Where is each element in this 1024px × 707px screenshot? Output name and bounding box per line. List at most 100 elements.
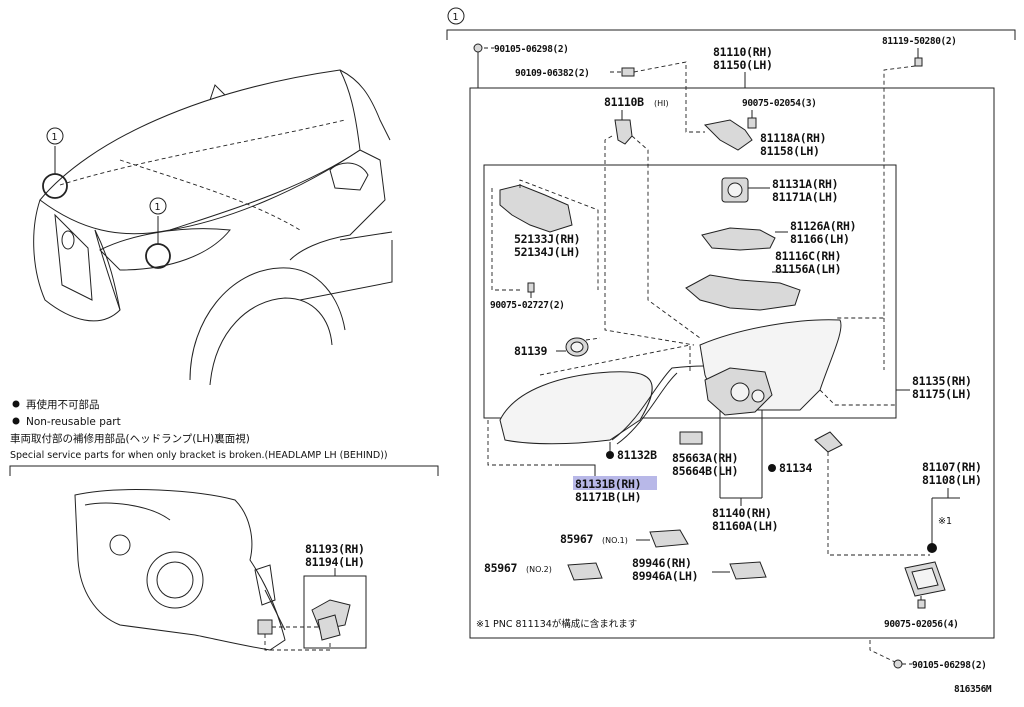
bracket-81118a-icon <box>703 119 753 151</box>
callout-1-car-lamp: 1 <box>155 202 161 213</box>
highlight-81131b <box>573 476 657 490</box>
outer-assembly-box <box>469 87 995 639</box>
screw-icon <box>747 117 757 129</box>
part-89946[interactable]: 89946(RH) <box>632 556 692 570</box>
leader-52133j-frame <box>491 188 520 291</box>
non-reusable-dot-icon <box>768 464 776 472</box>
bracket-81126a-icon <box>701 227 776 251</box>
part-81150-lh[interactable]: 81150(LH) <box>713 58 773 72</box>
part-81107[interactable]: 81107(RH) <box>922 460 982 474</box>
part-85967-no1-note: (NO.1) <box>602 536 628 545</box>
right-bracket-frame <box>446 29 1016 40</box>
part-81134[interactable]: 81134 <box>779 461 813 475</box>
legend-dot-icon <box>12 417 20 425</box>
part-90105-06298-bottom[interactable]: 90105-06298(2) <box>912 660 987 671</box>
connector-85663a-icon <box>679 431 703 445</box>
part-81194[interactable]: 81194(LH) <box>305 555 365 569</box>
part-81110b-note: (HI) <box>654 99 669 108</box>
module-89946-icon <box>729 561 767 580</box>
mark-1: ※1 <box>938 516 952 527</box>
leader-81135 <box>819 389 895 406</box>
part-52133j[interactable]: 52133J(RH) <box>514 232 581 246</box>
callout-1-car-hood: 1 <box>52 132 58 143</box>
part-81156a[interactable]: 81156A(LH) <box>775 262 842 276</box>
leader-lens-frame-2 <box>539 344 691 376</box>
part-81139[interactable]: 81139 <box>514 344 548 358</box>
leader-bottom <box>869 318 896 663</box>
part-81175[interactable]: 81175(LH) <box>912 387 972 401</box>
screw-icon <box>621 67 635 77</box>
part-85967-no2-note: (NO.2) <box>526 565 552 574</box>
leader-81139 <box>585 337 601 341</box>
screw-icon <box>914 57 923 67</box>
car-front-illustration <box>33 69 393 386</box>
part-81160a[interactable]: 81160A(LH) <box>712 519 779 533</box>
part-81119-50280[interactable]: 81119-50280(2) <box>882 36 957 47</box>
screw-icon <box>917 599 926 609</box>
part-85967-no2[interactable]: 85967 <box>484 561 518 575</box>
part-90075-02727[interactable]: 90075-02727(2) <box>490 300 565 311</box>
part-81118a[interactable]: 81118A(RH) <box>760 131 827 145</box>
bulb-81107-icon <box>927 543 937 553</box>
cover-81134-icon <box>814 431 843 453</box>
leader-81140 <box>719 410 763 506</box>
part-81126a[interactable]: 81126A(RH) <box>790 219 857 233</box>
leader-52133j-frame-2 <box>519 179 599 290</box>
screw-icon <box>893 659 903 669</box>
part-81132b[interactable]: 81132B <box>617 448 657 462</box>
special-parts-en: Special service parts for when only brac… <box>10 450 388 461</box>
leader-81110b-2 <box>604 135 695 346</box>
frame-81116c-icon <box>685 274 801 311</box>
figure-id: 816356M <box>954 684 992 695</box>
part-81171b[interactable]: 81171B(LH) <box>575 490 642 504</box>
part-81108[interactable]: 81108(LH) <box>922 473 982 487</box>
part-81193[interactable]: 81193(RH) <box>305 542 365 556</box>
leader-90109 <box>633 61 705 133</box>
part-81135[interactable]: 81135(RH) <box>912 374 972 388</box>
special-parts-ja: 車両取付部の補修用部品(ヘッドランプ(LH)裏面視) <box>10 432 250 445</box>
part-81171a[interactable]: 81171A(LH) <box>772 190 839 204</box>
module-85967-no1-icon <box>649 529 689 548</box>
part-81131b[interactable]: 81131B(RH) <box>575 477 642 491</box>
leader-81119 <box>835 65 916 319</box>
leader-81134 <box>827 452 930 556</box>
callout-1-right-text: 1 <box>453 12 459 23</box>
leader-81107 <box>931 488 960 545</box>
part-85664b[interactable]: 85664B(LH) <box>672 464 739 478</box>
part-81140[interactable]: 81140(RH) <box>712 506 772 520</box>
leader-lens-frame <box>487 420 560 466</box>
lens-81131b-icon <box>499 371 653 445</box>
part-81131a[interactable]: 81131A(RH) <box>772 177 839 191</box>
part-90075-02054[interactable]: 90075-02054(3) <box>742 98 817 109</box>
part-81110-rh[interactable]: 81110(RH) <box>713 45 773 59</box>
screw-icon <box>473 43 483 88</box>
part-90105-06298-top[interactable]: 90105-06298(2) <box>494 44 569 55</box>
part-90109-06382[interactable]: 90109-06382(2) <box>515 68 590 79</box>
legend-non-reusable-ja: 再使用不可部品 <box>26 398 100 411</box>
non-reusable-dot-icon <box>606 451 614 459</box>
part-90075-02056[interactable]: 90075-02056(4) <box>884 619 959 630</box>
bracket-52133j-icon <box>499 184 573 233</box>
part-81110b[interactable]: 81110B <box>604 95 644 109</box>
module-85967-no2-icon <box>567 562 603 581</box>
legend-dot-icon <box>12 400 20 408</box>
screw-icon <box>527 282 535 293</box>
legend-non-reusable-en: Non-reusable part <box>26 416 121 428</box>
part-85967-no1[interactable]: 85967 <box>560 532 594 546</box>
part-81116c[interactable]: 81116C(RH) <box>775 249 842 263</box>
leader-81110b <box>631 135 701 339</box>
part-81158[interactable]: 81158(LH) <box>760 144 820 158</box>
headlamp-behind-illustration <box>74 489 367 651</box>
part-81166[interactable]: 81166(LH) <box>790 232 850 246</box>
part-85663a[interactable]: 85663A(RH) <box>672 451 739 465</box>
inner-assembly-box <box>483 164 897 419</box>
footnote: ※1 PNC 811134が構成に含まれます <box>476 618 637 630</box>
left-bracket-frame <box>9 465 439 476</box>
part-52134j[interactable]: 52134J(LH) <box>514 245 581 259</box>
callout-1-right <box>447 7 465 25</box>
bulb-icon <box>614 119 633 145</box>
leader-81131b <box>560 464 596 476</box>
part-89946a[interactable]: 89946A(LH) <box>632 569 699 583</box>
